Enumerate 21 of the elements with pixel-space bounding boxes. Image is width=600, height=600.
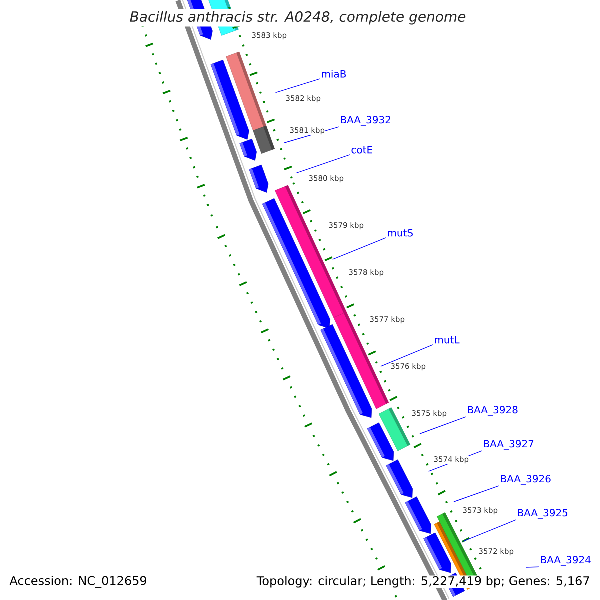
leader-line	[296, 154, 350, 174]
gene-label: mutS	[388, 229, 413, 237]
gene-label: BAA_3928	[468, 406, 518, 416]
gene-label: BAA_3932	[341, 116, 390, 126]
title: Bacillus anthracis str. A0248, complete genome	[128, 9, 468, 27]
gene-label: BAA_3927	[484, 440, 534, 450]
genome-stats-text: Topology: circular; Length: 5,227,419 bp; Genes: 5,167	[256, 576, 591, 588]
leader-line	[332, 238, 386, 260]
gene-label: miaB	[322, 70, 346, 78]
leader-line	[526, 566, 540, 568]
gene-label: cotE	[352, 146, 372, 154]
gene-label: BAA_3924	[541, 556, 591, 566]
gene-label: BAA_3925	[518, 509, 568, 519]
leader-line	[275, 78, 320, 94]
leader-line	[454, 486, 500, 502]
gene-label: mutL	[435, 336, 460, 344]
accession-text: Accession: NC_012659	[8, 574, 149, 590]
leader-line	[420, 416, 466, 434]
leader-line	[462, 520, 516, 542]
gene-label: BAA_3926	[501, 475, 551, 485]
leader-line	[380, 344, 434, 367]
